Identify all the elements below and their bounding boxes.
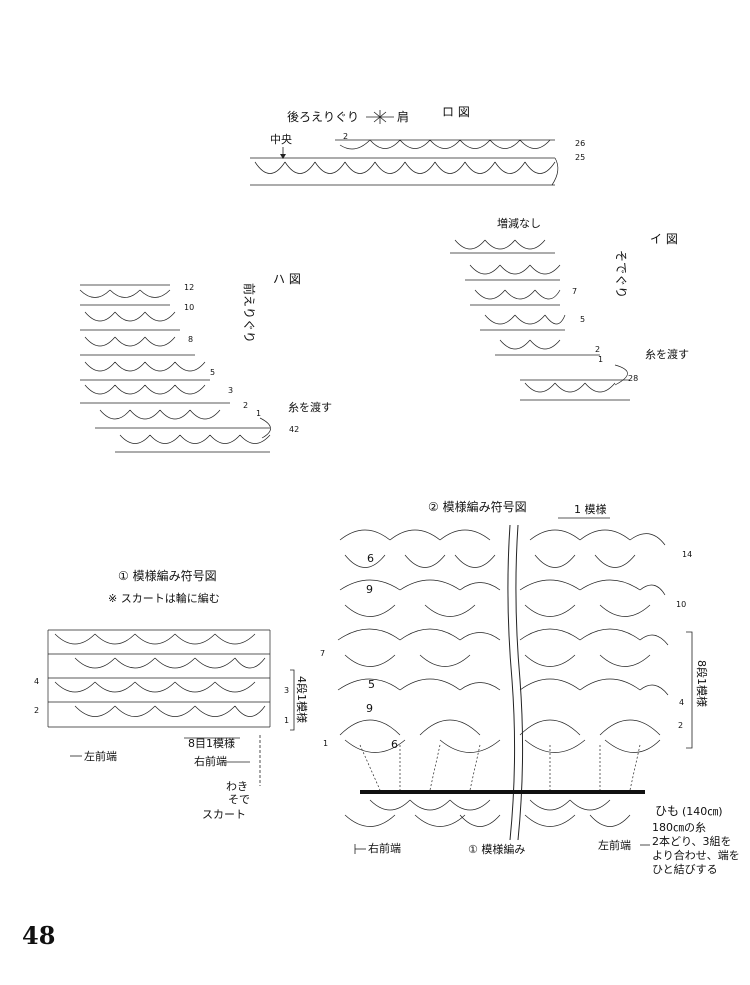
- d1-title: ① 模様編み符号図: [118, 568, 217, 583]
- cord-length: (140㎝): [682, 805, 723, 818]
- i-row-label-5: 5: [580, 315, 585, 324]
- i-row-label-7: 7: [572, 287, 577, 296]
- ha-row-label-12: 12: [184, 283, 194, 292]
- ro-row-label-26: 26: [575, 139, 585, 148]
- diagram-ro: ロ 図 後ろえりぐり 肩 中央 2 26 25: [250, 105, 585, 186]
- ha-row-label-1: 1: [256, 409, 261, 418]
- ha-yarn-note: 糸を渡す: [288, 400, 332, 414]
- d1-repeat-rows: 4段1模様: [295, 676, 309, 723]
- diagram-i: イ 図 そでぐり 増減なし 7 5 2 1 糸を渡す 28: [450, 216, 689, 401]
- cord-note-1: 180㎝の糸: [652, 821, 706, 834]
- ha-front-neck-label: 前えりぐり: [242, 283, 257, 343]
- cord-note-2: 2本どり、3組を: [652, 834, 732, 848]
- d1-left-front: 左前端: [84, 749, 117, 763]
- d2-inner-9b: 9: [366, 702, 373, 715]
- d1-repeat-sts: 8目1模様: [188, 736, 235, 750]
- ro-neckline-label: 後ろえりぐり: [287, 110, 359, 124]
- shoulder-marker: [366, 110, 394, 124]
- ha-row-label-8: 8: [188, 335, 193, 344]
- d2-base-pattern: ① 模様編み: [468, 842, 525, 856]
- d2-row-label-7: 7: [320, 649, 325, 658]
- d2-right-front: 右前端: [368, 841, 401, 855]
- d1-skirt-label: スカート: [202, 808, 246, 821]
- ro-title: ロ 図: [442, 105, 470, 119]
- i-row-label-2: 2: [595, 345, 600, 354]
- d2-inner-6b: 6: [391, 738, 398, 751]
- d2-inner-6a: 6: [367, 552, 374, 565]
- d2-row-label-4: 4: [679, 698, 684, 707]
- cord-note-3: より合わせ、端を: [652, 848, 740, 862]
- ha-row-label-3: 3: [228, 386, 233, 395]
- diagram-ha: ハ 図 前えりぐり 12 10 8 5 3 2 1 糸を渡す 42: [79, 272, 332, 453]
- ha-title: ハ 図: [273, 272, 301, 286]
- d2-row-label-10: 10: [676, 600, 686, 609]
- ro-stitch-chart: [250, 139, 559, 186]
- d1-side-label: わき: [226, 780, 248, 793]
- cord-note-4: ひと結びする: [652, 862, 718, 876]
- i-row-label-1: 1: [598, 355, 603, 364]
- d2-stitch-chart: [337, 524, 669, 841]
- d2-row-label-1: 1: [323, 739, 328, 748]
- d1-sleeve-label: そで: [228, 793, 250, 806]
- ha-row-label-2: 2: [243, 401, 248, 410]
- ro-center-label: 中央: [270, 133, 292, 146]
- i-stitch-chart: [450, 239, 630, 401]
- d2-row-label-2: 2: [678, 721, 683, 730]
- ha-row-label-10: 10: [184, 303, 194, 312]
- d1-row-label-1: 1: [284, 716, 289, 725]
- d2-left-front: 左前端: [598, 838, 631, 852]
- d2-repeat-label: 1 模様: [574, 502, 607, 516]
- d2-row-label-14: 14: [682, 550, 692, 559]
- d1-right-front: 右前端: [194, 754, 227, 768]
- i-no-change-label: 増減なし: [497, 216, 541, 230]
- d1-stitch-chart: [47, 629, 271, 728]
- d2-inner-5: 5: [368, 678, 375, 691]
- d1-row-label-4: 4: [34, 677, 39, 686]
- i-row-label-28: 28: [628, 374, 638, 383]
- ro-row-label-25: 25: [575, 153, 585, 162]
- d2-inner-9a: 9: [366, 583, 373, 596]
- d1-row-label-3: 3: [284, 686, 289, 695]
- ro-row-label-2: 2: [343, 132, 348, 141]
- i-yarn-note: 糸を渡す: [645, 347, 689, 361]
- d1-row-label-2: 2: [34, 706, 39, 715]
- cord-line: [360, 790, 645, 794]
- i-armhole-label: そでぐり: [614, 250, 628, 298]
- i-title: イ 図: [650, 232, 678, 246]
- d1-note: ※ スカートは輪に編む: [108, 591, 220, 605]
- page-number: 48: [22, 921, 55, 950]
- diagram-2: ② 模様編み符号図 1 模様 14 10 4 2 7 1 8段1模様 6 9 5…: [320, 499, 740, 876]
- ha-row-label-42: 42: [289, 425, 299, 434]
- cord-label: ひも: [655, 804, 679, 818]
- diagram-1: ① 模様編み符号図 ※ スカートは輪に編む 4 2 3 1 4段1模様 8目1模…: [34, 568, 309, 821]
- ha-row-label-5: 5: [210, 368, 215, 377]
- ha-stitch-chart: [79, 284, 271, 453]
- ro-shoulder-label: 肩: [397, 109, 409, 124]
- d2-title: ② 模様編み符号図: [428, 499, 527, 514]
- d2-repeat-rows: 8段1模様: [695, 660, 709, 707]
